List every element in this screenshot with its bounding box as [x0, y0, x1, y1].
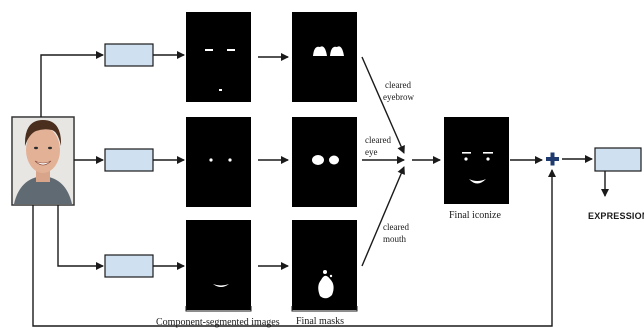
expression-block [594, 147, 642, 172]
mask-mouth-image [292, 220, 357, 310]
cleared-eyebrow-label-2: eyebrow [383, 92, 414, 102]
segmented-eye-image [186, 117, 251, 207]
expression-label: EXPRESSION [588, 211, 644, 221]
masks-bracket [291, 306, 358, 312]
cleared-eye-label-1: cleared [365, 135, 391, 145]
component-segmented-label: Component-segmented images [156, 317, 280, 328]
face-photo-icon [13, 118, 73, 204]
mask-eye-image [292, 117, 357, 207]
final-iconize-image [444, 117, 509, 204]
segmented-mouth-image [186, 220, 251, 310]
block-to-segmented-arrows [153, 51, 185, 270]
converge-arrows [361, 56, 441, 267]
cleared-mouth-label-1: cleared [383, 222, 409, 232]
skip-connection-arrow [32, 169, 556, 327]
plus-icon [546, 152, 559, 166]
segmented-eyebrow-image [186, 12, 251, 102]
eyebrow-processing-block [104, 43, 154, 67]
cleared-eyebrow-label-1: cleared [385, 80, 411, 90]
final-iconize-label: Final iconize [449, 210, 501, 221]
mask-eyebrow-image [292, 12, 357, 102]
segmented-to-mask-arrows [258, 53, 289, 270]
branch-connectors [40, 51, 104, 270]
mouth-processing-block [104, 254, 154, 278]
input-face-image [11, 116, 75, 206]
cleared-mouth-label-2: mouth [383, 234, 407, 244]
segmented-bracket [185, 306, 252, 312]
final-masks-label: Final masks [296, 316, 345, 327]
eye-processing-block [104, 148, 154, 172]
cleared-eye-label-2: eye [365, 147, 378, 157]
